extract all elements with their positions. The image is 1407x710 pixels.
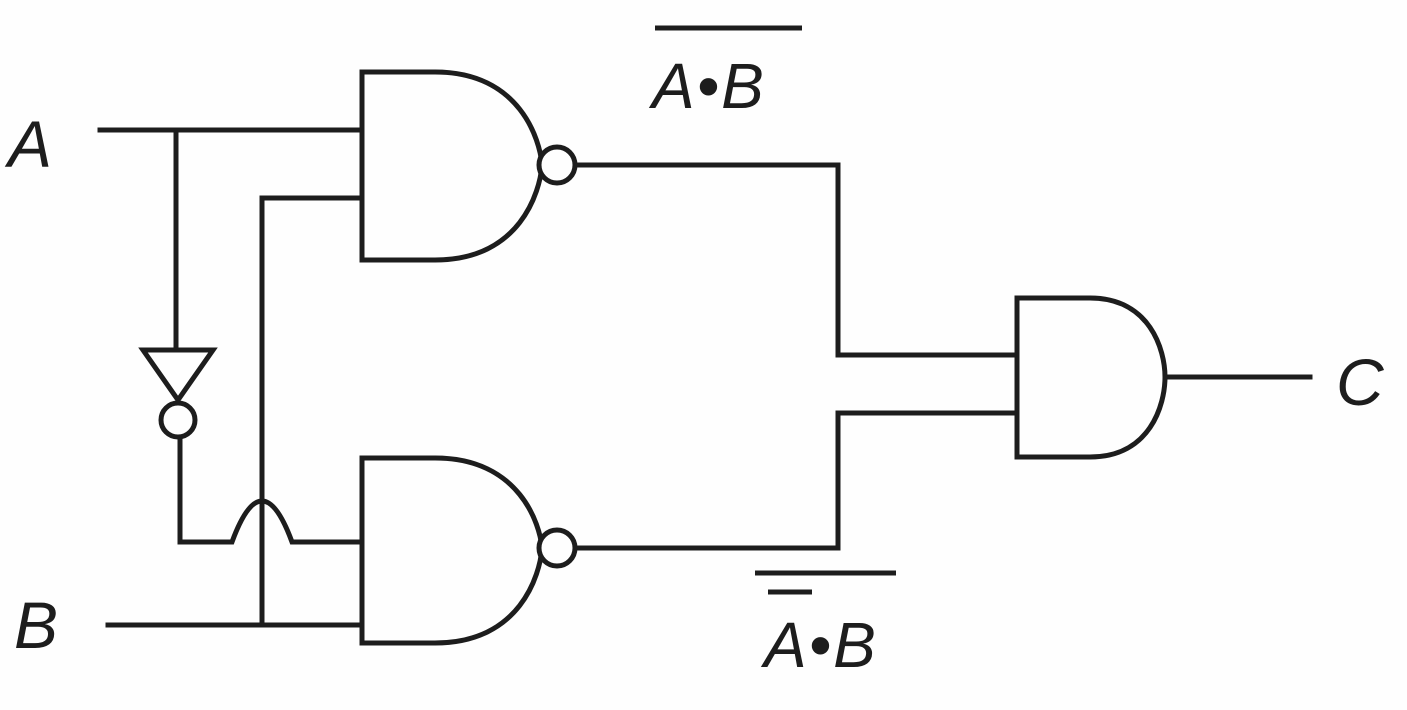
bottom-expression-left: A [760, 609, 807, 681]
output-c-label: C [1336, 345, 1385, 419]
not-gate [138, 347, 218, 405]
top-expression-dot: • [697, 50, 719, 122]
wire-inverter-to-bottom-nand [177, 434, 365, 545]
top-expression: A•B [648, 50, 764, 122]
top-expression-left: A [648, 50, 695, 122]
top-nand-bubble [536, 144, 578, 186]
bottom-nand-gate [359, 455, 545, 646]
wire-top-nand-output [574, 162, 1020, 358]
wire-bottom-nand-output [574, 410, 1020, 551]
input-b-label: B [14, 588, 58, 662]
bottom-expression: A•B [760, 609, 876, 681]
top-nand-gate [359, 69, 545, 263]
bottom-nand-bubble [536, 527, 578, 569]
bottom-expression-right: B [833, 609, 876, 681]
and-gate [1014, 295, 1168, 460]
wire-b-to-top-nand [259, 195, 365, 628]
not-gate-bubble [158, 400, 198, 440]
input-a-label: A [4, 107, 52, 181]
top-expression-right: B [721, 50, 764, 122]
bottom-expression-dot: • [809, 609, 831, 681]
